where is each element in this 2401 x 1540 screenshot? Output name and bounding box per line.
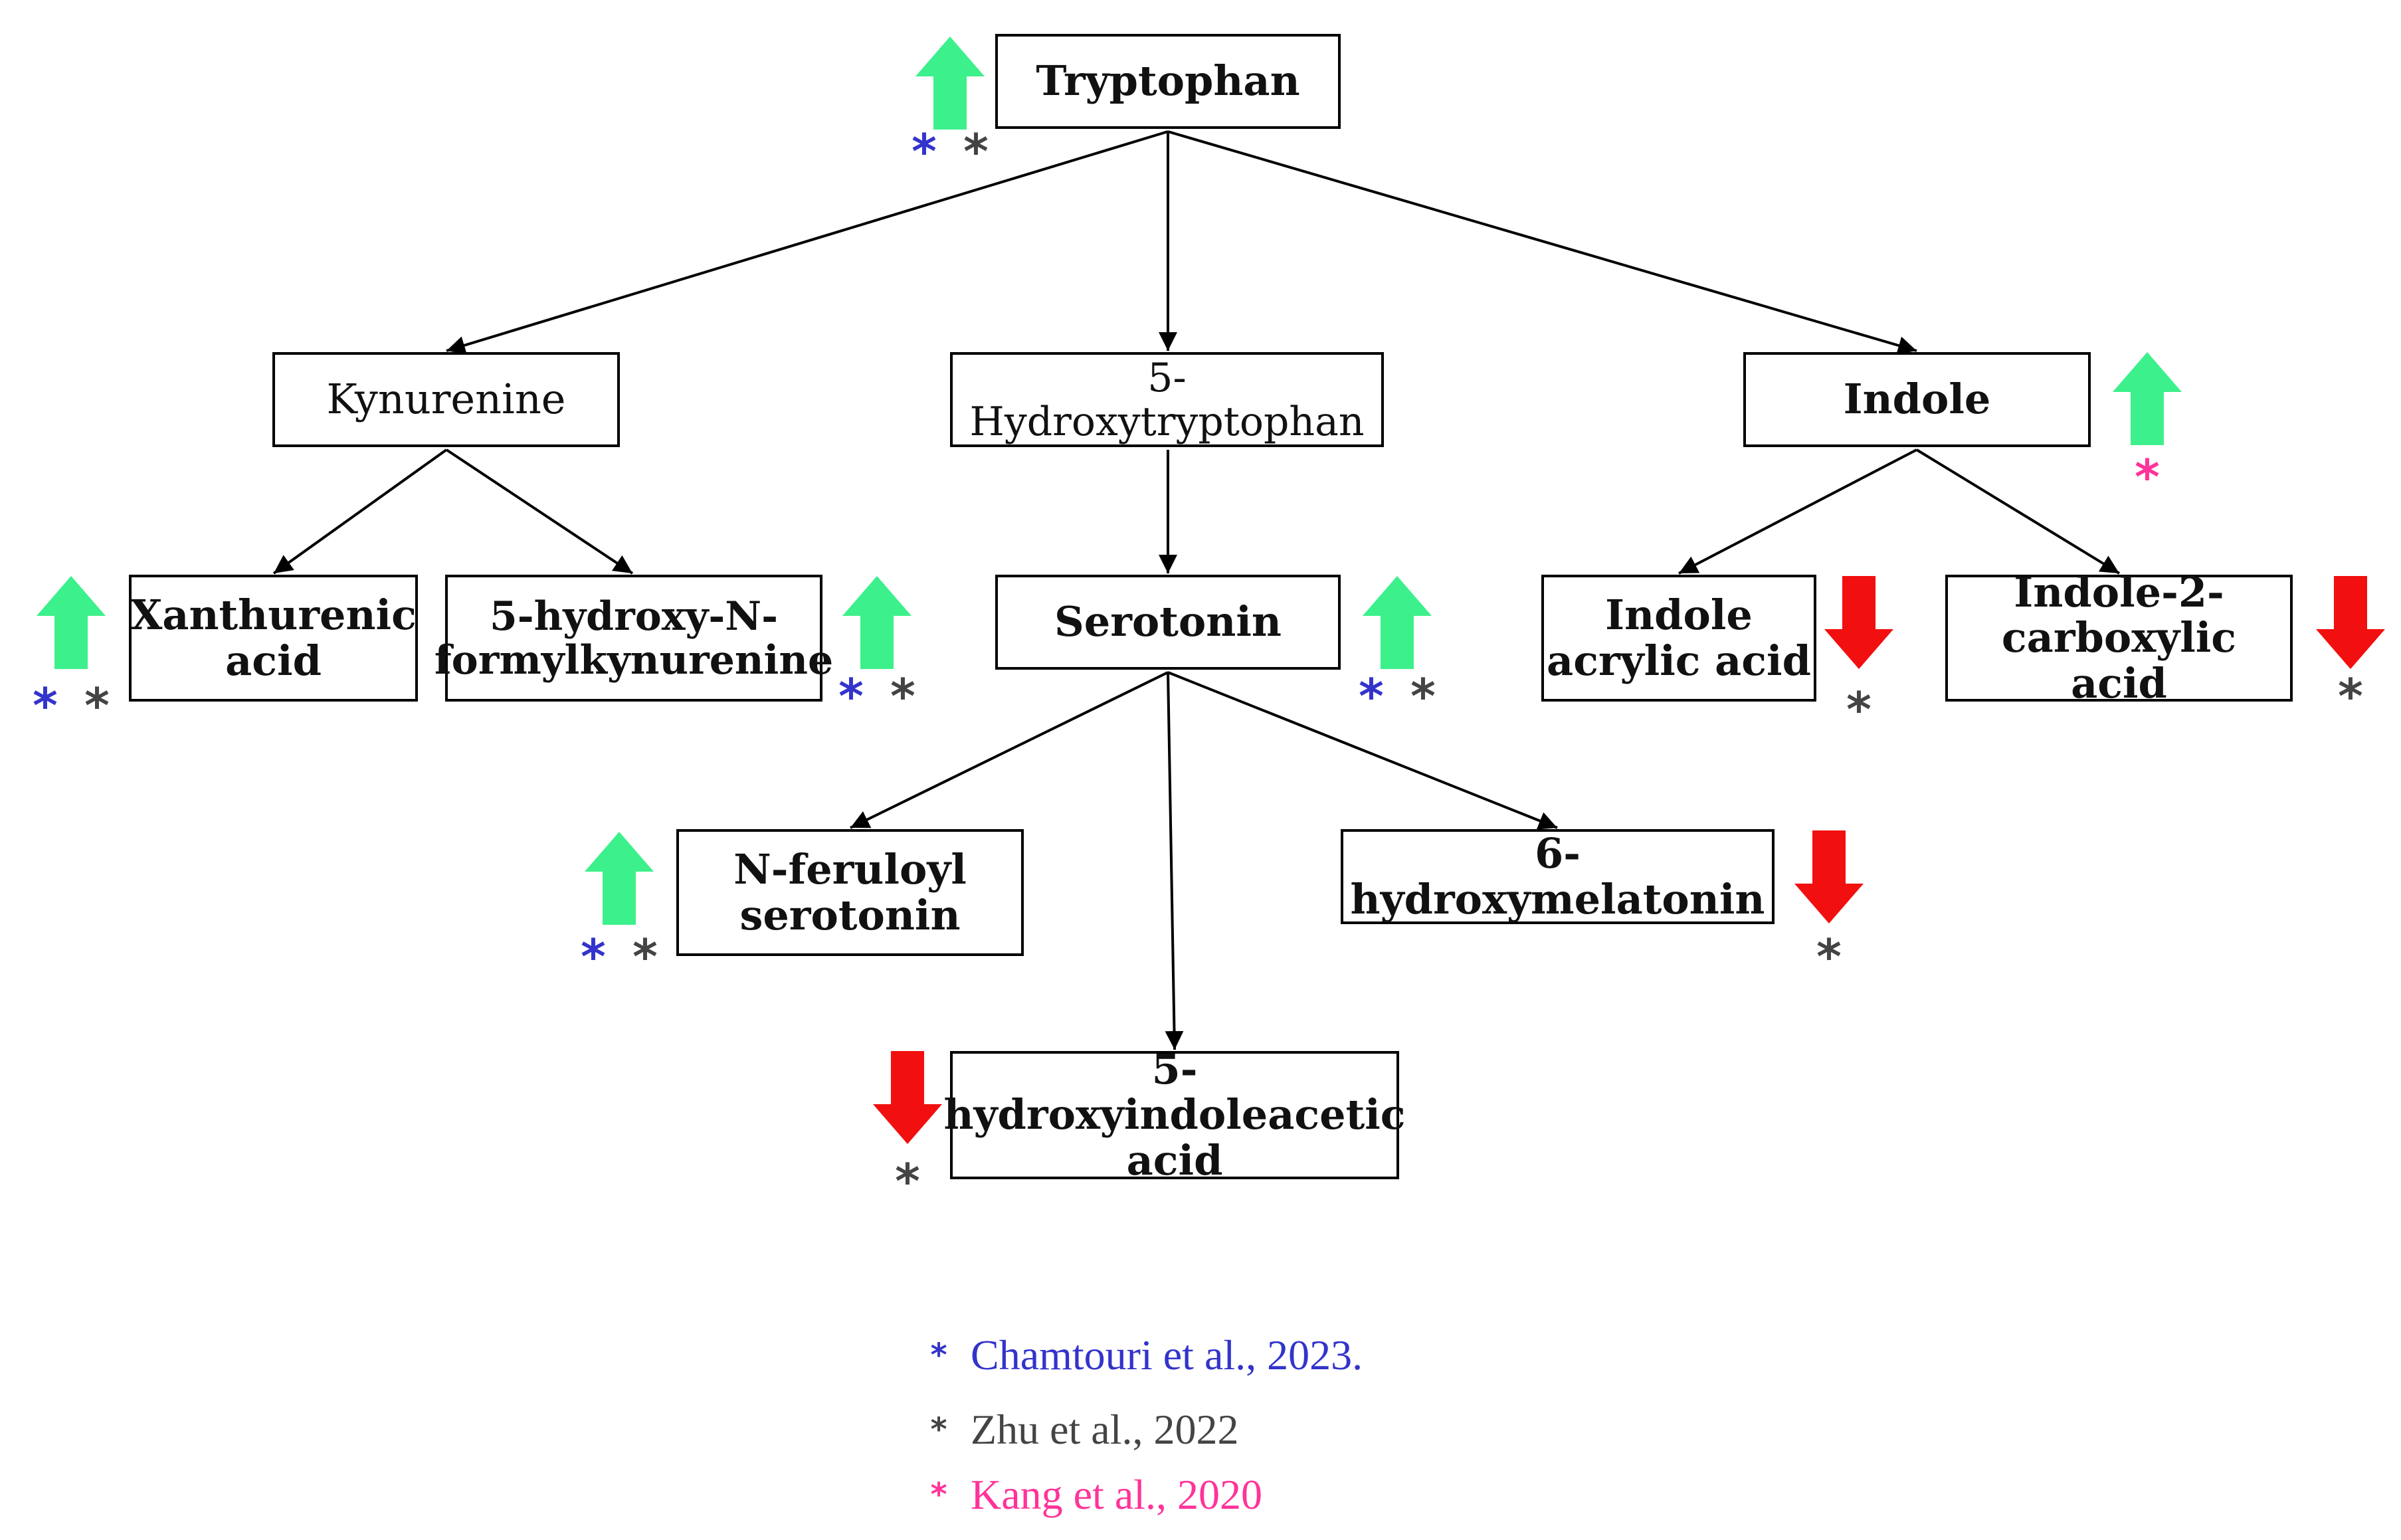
ref-asterisk-zhu: * <box>890 668 915 724</box>
edge-indole-indole-2-carboxylic-acid <box>1915 448 2121 575</box>
node-serotonin: Serotonin <box>995 575 1341 670</box>
edge-serotonin-6-hydroxymelatonin <box>1167 671 1558 830</box>
edge-indole-indole-acrylic-acid <box>1678 448 1917 575</box>
ref-asterisk-chamtouri: * <box>581 929 606 985</box>
ref-asterisk-zhu: * <box>895 1153 920 1209</box>
edge-serotonin-5-hydroxyindoleacetic-acid <box>1165 672 1184 1050</box>
ref-asterisk-kang: * <box>2135 449 2160 505</box>
legend-text-zhu: Zhu et al., 2022 <box>971 1406 1239 1453</box>
edge-kynurenine-5-hydroxy-n-formylkynurenine <box>445 448 634 575</box>
legend-chamtouri: * Chamtouri et al., 2023. <box>927 1334 1363 1377</box>
ref-asterisk-chamtouri: * <box>912 124 937 179</box>
node-indole: Indole <box>1743 352 2091 447</box>
ref-asterisk-chamtouri: * <box>838 668 864 724</box>
edge-tryptophan-indole <box>1167 130 1917 355</box>
edge-tryptophan-kynurenine <box>446 130 1169 355</box>
node-5-hydroxytryptophan: 5-Hydroxytryptophan <box>950 352 1384 447</box>
edge-kynurenine-xanthurenic-acid <box>272 448 448 575</box>
ref-asterisk-zhu: * <box>1410 668 1436 724</box>
node-indole-2-carboxylic-acid: Indole-2- carboxylic acid <box>1945 570 2293 706</box>
legend-star-zhu: * <box>930 1411 947 1448</box>
ref-asterisk-chamtouri: * <box>33 678 58 733</box>
ref-asterisk-zhu: * <box>2338 668 2363 724</box>
ref-asterisk-zhu: * <box>84 678 110 733</box>
legend-zhu: * Zhu et al., 2022 <box>927 1408 1238 1451</box>
node-5-hydroxy-n-formylkynurenine: 5-hydroxy-N- formylkynurenine <box>434 575 833 702</box>
ref-asterisk-chamtouri: * <box>1359 668 1384 724</box>
ref-asterisk-zhu: * <box>1846 682 1872 737</box>
legend-kang: * Kang et al., 2020 <box>927 1474 1262 1516</box>
ref-asterisk-zhu: * <box>963 124 989 179</box>
node-n-feruloyl-serotonin: N-feruloyl serotonin <box>676 829 1024 956</box>
node-6-hydroxymelatonin: 6-hydroxymelatonin <box>1341 829 1775 924</box>
ref-asterisk-zhu: * <box>632 929 658 985</box>
legend-text-chamtouri: Chamtouri et al., 2023. <box>971 1331 1363 1379</box>
ref-asterisk-zhu: * <box>1816 929 1842 985</box>
node-tryptophan: Tryptophan <box>995 34 1341 129</box>
legend-star-kang: * <box>930 1476 947 1513</box>
node-5-hydroxyindoleacetic-acid: 5-hydroxyindoleacetic acid <box>943 1045 1406 1185</box>
legend-text-kang: Kang et al., 2020 <box>971 1471 1262 1518</box>
node-kynurenine: Kynurenine <box>272 352 620 447</box>
legend-star-chamtouri: * <box>930 1337 947 1374</box>
edge-serotonin-n-feruloyl-serotonin <box>850 671 1169 829</box>
node-xanthurenic-acid: Xanthurenic acid <box>129 575 418 702</box>
node-indole-acrylic-acid: Indole acrylic acid <box>1541 575 1816 702</box>
